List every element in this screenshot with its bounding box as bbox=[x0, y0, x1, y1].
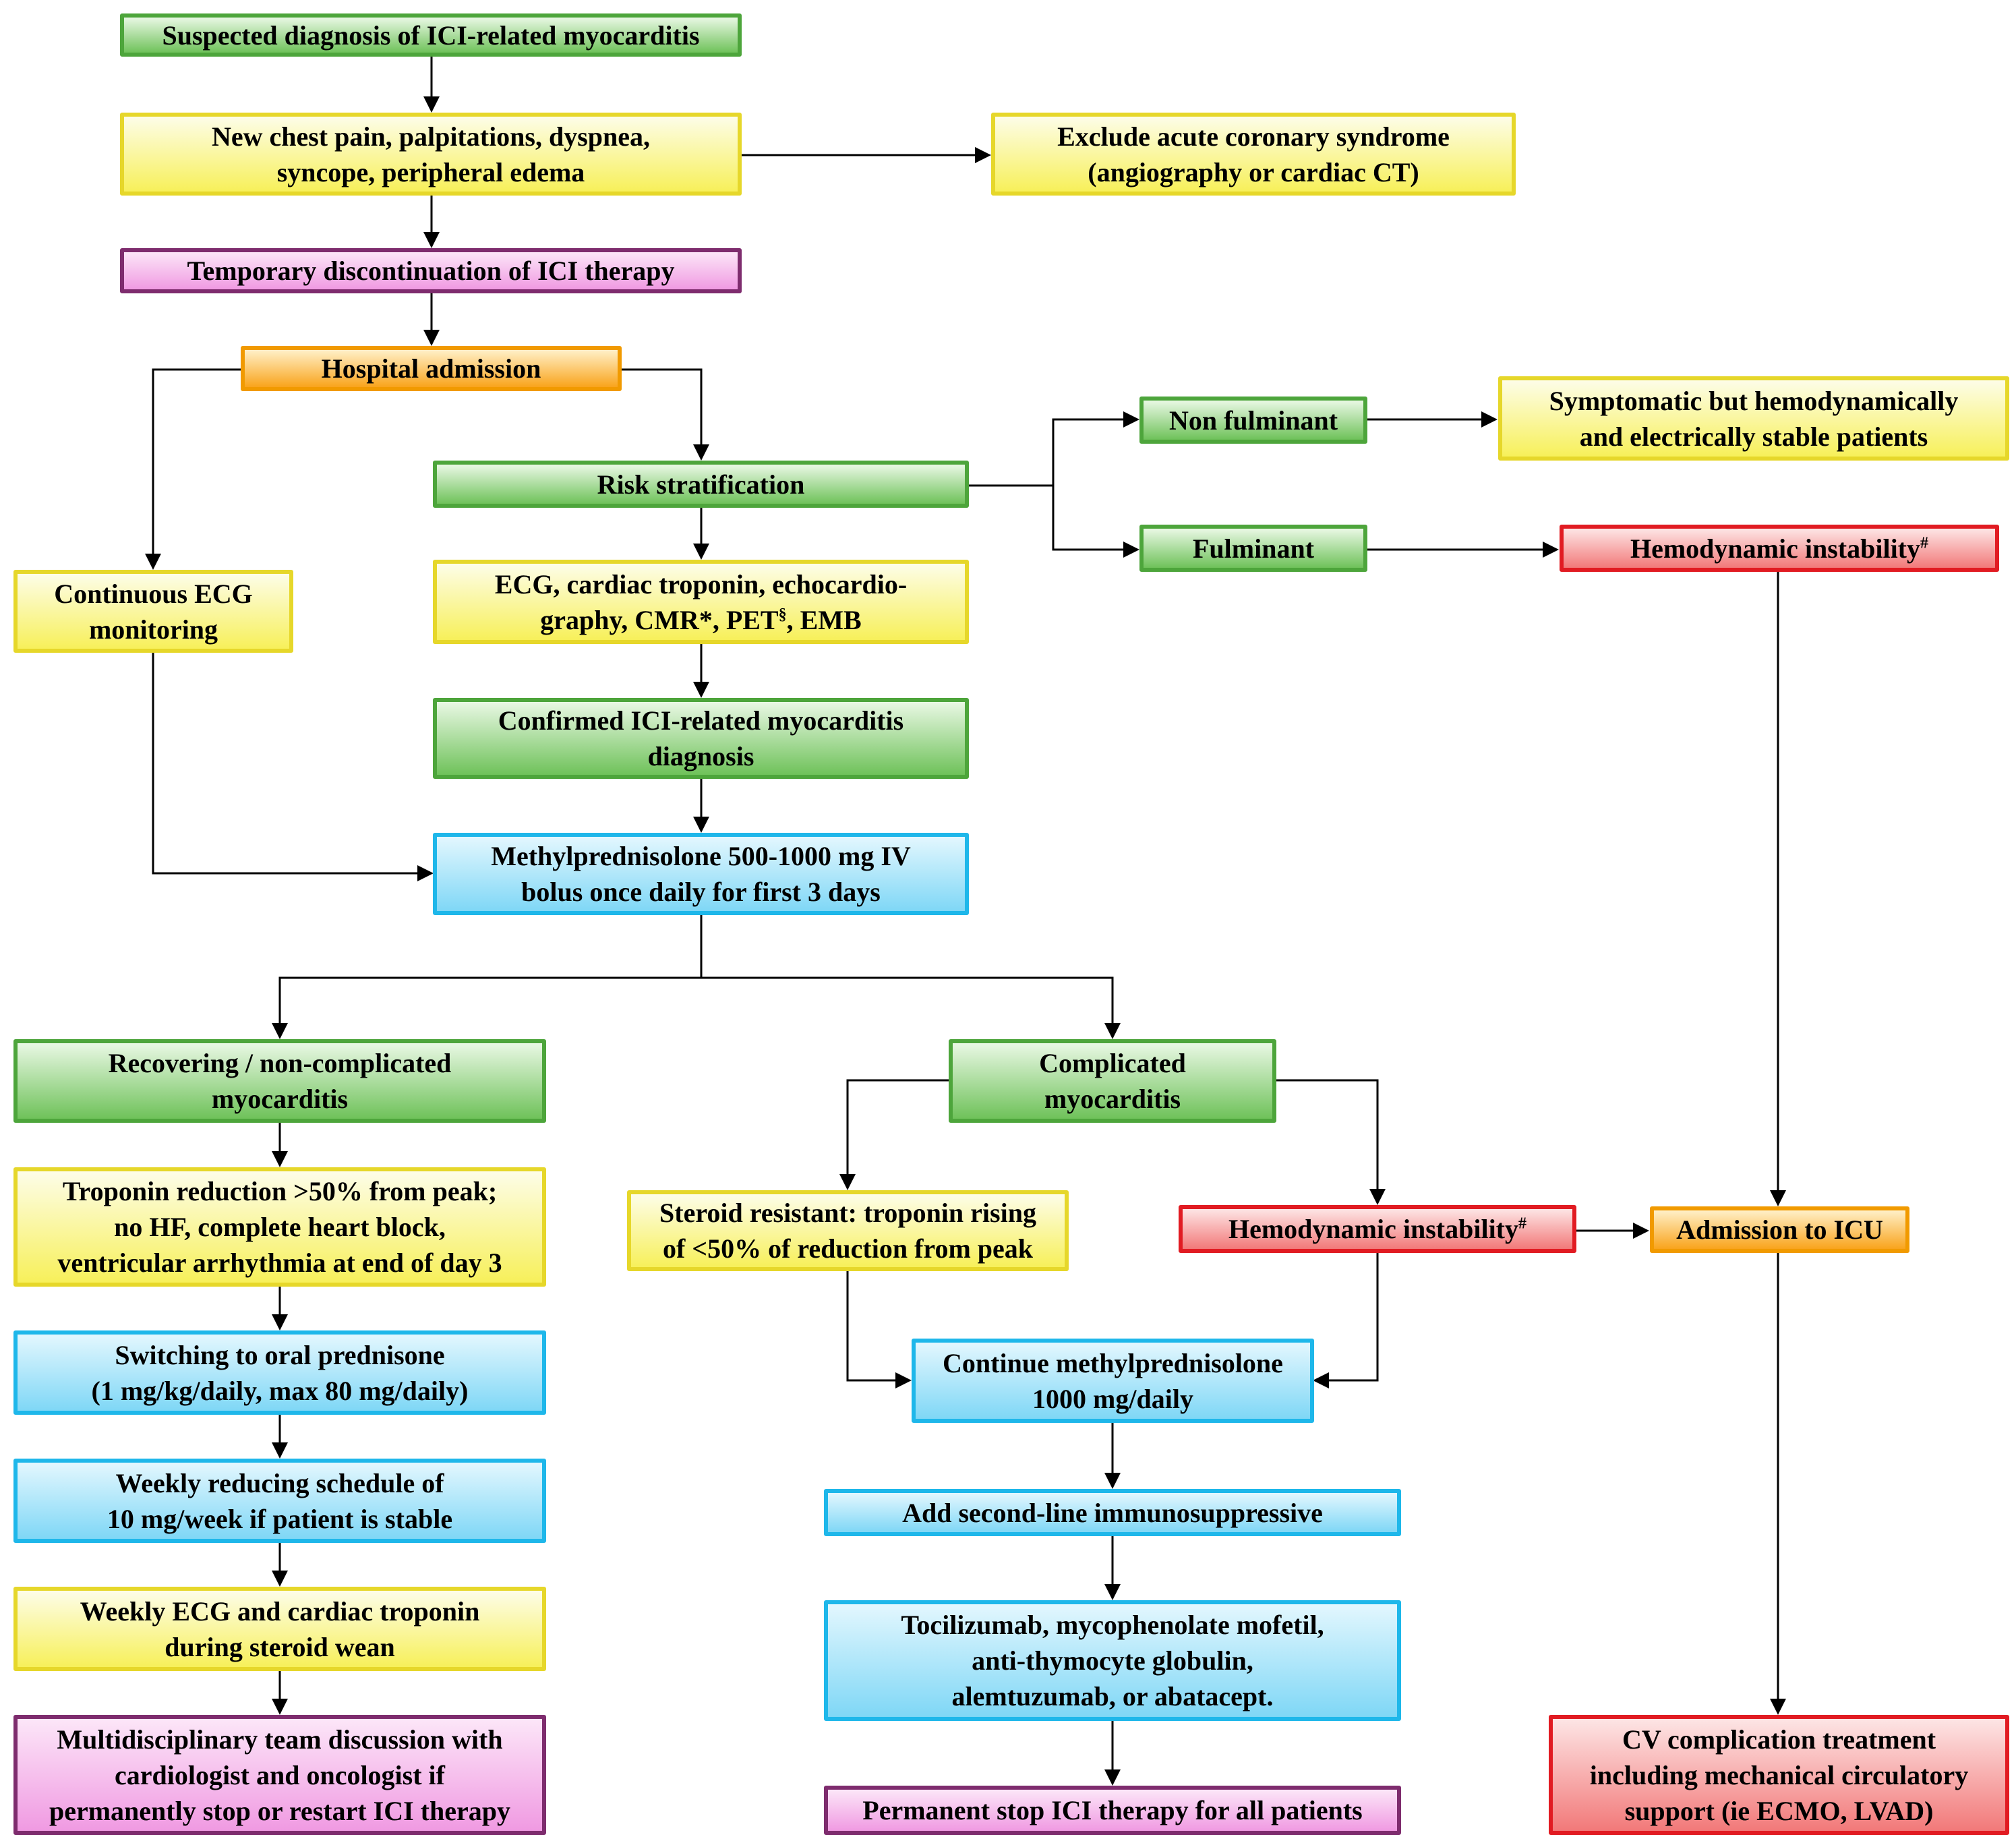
arrow-hemo-mid-to-continue-methyl bbox=[1313, 1253, 1379, 1388]
node-methylprednisolone-bolus: Methylprednisolone 500-1000 mg IV bolus … bbox=[433, 833, 969, 915]
node-admission-icu: Admission to ICU bbox=[1650, 1206, 1909, 1253]
node-temporary-discontinuation: Temporary discontinuation of ICI therapy bbox=[120, 248, 742, 293]
node-exclude-acs: Exclude acute coronary syndrome (angiogr… bbox=[991, 113, 1516, 196]
node-multidisciplinary-discussion: Multidisciplinary team discussion with c… bbox=[13, 1715, 546, 1835]
node-second-line-agents: Tocilizumab, mycophenolate mofetil, anti… bbox=[824, 1600, 1401, 1721]
node-oral-prednisone: Switching to oral prednisone (1 mg/kg/da… bbox=[13, 1330, 546, 1415]
node-confirmed-diagnosis: Confirmed ICI-related myocarditis diagno… bbox=[433, 698, 969, 779]
tests-label-part2: , EMB bbox=[786, 604, 862, 635]
node-troponin-reduction: Troponin reduction >50% from peak; no HF… bbox=[13, 1167, 546, 1287]
node-symptomatic-stable: Symptomatic but hemodynamically and elec… bbox=[1498, 376, 2009, 461]
hemo-right-footnote-mark: # bbox=[1920, 534, 1929, 552]
arrow-methylpred-split-to-recovering bbox=[272, 915, 703, 1039]
node-weekly-ecg-troponin: Weekly ECG and cardiac troponin during s… bbox=[13, 1587, 546, 1671]
node-cv-complication-treatment: CV complication treatment including mech… bbox=[1549, 1715, 2009, 1835]
node-suspected-diagnosis: Suspected diagnosis of ICI-related myoca… bbox=[120, 13, 742, 57]
arrow-risk-to-fulminant bbox=[1052, 486, 1139, 558]
hemo-mid-label: Hemodynamic instability bbox=[1228, 1214, 1519, 1244]
node-fulminant: Fulminant bbox=[1139, 525, 1367, 572]
arrow-steroid-resistant-to-continue-methyl bbox=[846, 1271, 912, 1388]
node-hemodynamic-instability-complicated: Hemodynamic instability# bbox=[1179, 1205, 1576, 1253]
node-risk-stratification: Risk stratification bbox=[433, 461, 969, 508]
node-complicated-myocarditis: Complicated myocarditis bbox=[949, 1039, 1276, 1123]
node-recovering-noncomplicated: Recovering / non-complicated myocarditis bbox=[13, 1039, 546, 1123]
node-second-line-immunosuppressive: Add second-line immunosuppressive bbox=[824, 1489, 1401, 1536]
arrow-hospital-to-continuous-ecg bbox=[145, 368, 241, 570]
node-non-fulminant: Non fulminant bbox=[1139, 397, 1367, 444]
node-weekly-reducing-schedule: Weekly reducing schedule of 10 mg/week i… bbox=[13, 1459, 546, 1543]
arrow-risk-to-nonfulminant bbox=[966, 411, 1139, 487]
arrow-complicated-to-hemo-mid bbox=[1276, 1079, 1386, 1205]
hemo-mid-footnote-mark: # bbox=[1518, 1214, 1527, 1233]
node-permanent-stop: Permanent stop ICI therapy for all patie… bbox=[824, 1786, 1401, 1835]
node-hospital-admission: Hospital admission bbox=[241, 346, 622, 391]
arrow-complicated-to-steroid-resistant bbox=[839, 1079, 949, 1190]
tests-label-part1: ECG, cardiac troponin, echocardio- graph… bbox=[494, 568, 908, 635]
arrow-methylpred-split-to-complicated bbox=[701, 976, 1121, 1039]
node-continuous-ecg: Continuous ECG monitoring bbox=[13, 570, 293, 653]
node-steroid-resistant: Steroid resistant: troponin rising of <5… bbox=[627, 1190, 1069, 1271]
tests-footnote-mark: § bbox=[778, 606, 787, 624]
arrow-hospital-to-risk bbox=[620, 368, 709, 461]
arrow-continuous-ecg-to-methylpred bbox=[152, 653, 434, 881]
node-new-symptoms: New chest pain, palpitations, dyspnea, s… bbox=[120, 113, 742, 196]
hemo-right-label: Hemodynamic instability bbox=[1630, 533, 1921, 564]
node-hemodynamic-instability-fulminant: Hemodynamic instability# bbox=[1560, 525, 1999, 572]
node-diagnostic-tests: ECG, cardiac troponin, echocardio- graph… bbox=[433, 560, 969, 644]
node-continue-methylprednisolone: Continue methylprednisolone 1000 mg/dail… bbox=[912, 1339, 1314, 1423]
